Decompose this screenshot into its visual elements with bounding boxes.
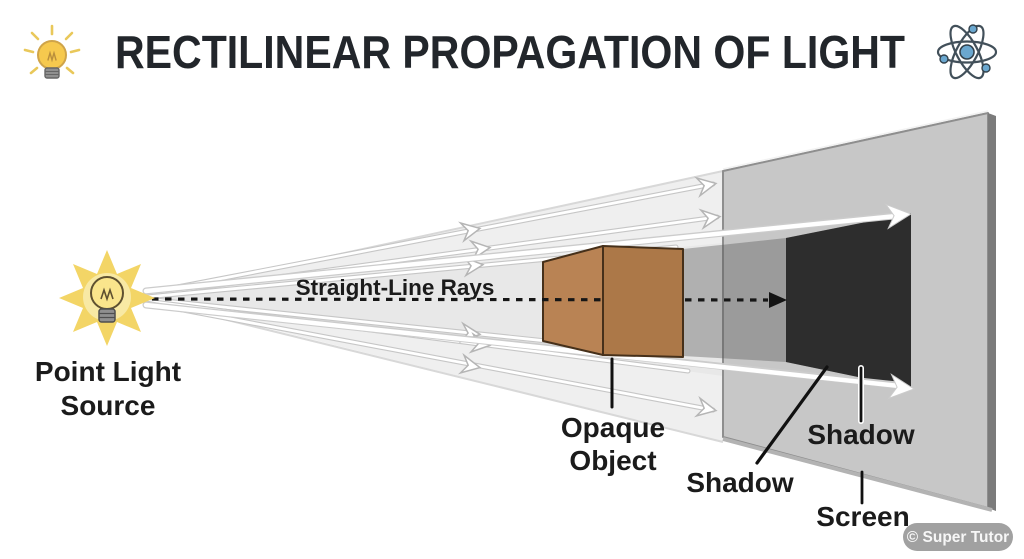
bulb-filament bbox=[100, 287, 114, 302]
shadow-label-right: Shadow bbox=[807, 419, 915, 450]
page-title: RECTILINEAR PROPAGATION OF LIGHT bbox=[115, 26, 905, 78]
umbra-boundary-rays bbox=[142, 201, 916, 402]
opaque-object-right-face bbox=[602, 245, 684, 358]
bulb-glass bbox=[90, 276, 124, 310]
shadow-left-leader bbox=[755, 365, 829, 465]
ray-thick-bottom bbox=[143, 302, 902, 389]
ray-bottom-3 bbox=[144, 301, 715, 412]
leader-lines bbox=[610, 357, 864, 505]
screen-top-highlight bbox=[722, 110, 989, 170]
dashed-ray-arrowhead-icon bbox=[769, 292, 787, 308]
screen-right-edge bbox=[988, 113, 996, 511]
ray-top-1 bbox=[144, 182, 715, 295]
atom-nucleus bbox=[959, 44, 975, 60]
opaque-object-label-line1: Opaque bbox=[561, 412, 665, 443]
bulb-base bbox=[98, 308, 116, 323]
screen-label: Screen bbox=[816, 501, 909, 532]
straight-line-rays-label: Straight-Line Rays bbox=[296, 275, 495, 300]
shadow-patch bbox=[786, 213, 911, 388]
watermark-badge: © Super Tutor bbox=[903, 523, 1013, 551]
point-light-source-label-line1: Point Light bbox=[35, 356, 181, 387]
lightbulb-icon bbox=[23, 24, 81, 79]
point-light-source-label-line2: Source bbox=[61, 390, 156, 421]
header: RECTILINEAR PROPAGATION OF LIGHT bbox=[23, 24, 998, 80]
point-light-source bbox=[59, 250, 155, 346]
shadow-label-left: Shadow bbox=[686, 467, 794, 498]
opaque-object-label-line2: Object bbox=[569, 445, 656, 476]
watermark-text: © Super Tutor bbox=[907, 529, 1009, 546]
watermark-pill bbox=[903, 523, 1013, 551]
ray-thick-top bbox=[143, 213, 899, 294]
atom-icon bbox=[936, 24, 998, 80]
